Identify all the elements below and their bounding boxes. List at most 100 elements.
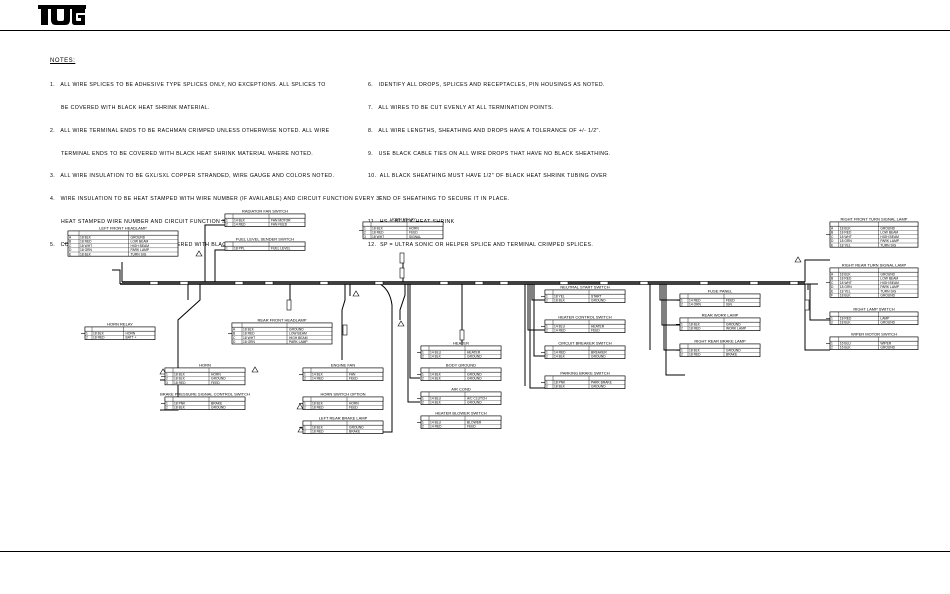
note-line: BE COVERED WITH BLACK HEAT SHRINK MATERI… <box>50 104 210 111</box>
table-title: HORN SWITCH OPTION <box>320 392 365 397</box>
wire-segment <box>804 284 830 351</box>
table-cell: 2 <box>831 321 833 325</box>
table-title: BODY GROUND <box>446 363 476 368</box>
splice-marker <box>179 281 189 285</box>
table-cell: 1 <box>831 317 833 321</box>
table-cell: GROUND <box>726 349 741 353</box>
table-cell: 14 BLU <box>430 421 442 425</box>
table-cell: HIGH BEAM <box>880 235 899 239</box>
table-cell: 18 YEL <box>840 243 851 247</box>
table-cell: 2 <box>226 223 228 227</box>
table-cell: 2 <box>831 346 833 350</box>
notes-title: NOTES: <box>50 58 76 64</box>
table-cell: 14 BLK <box>430 377 442 381</box>
table-title: LEFT REAR BRAKE LAMP <box>319 416 368 421</box>
table-title: FUSE PANEL <box>708 289 733 294</box>
table-cell: BRAKE <box>349 430 361 434</box>
table-cell: GROUND <box>880 273 895 277</box>
table-cell: 18 BLK <box>80 252 92 256</box>
table-cell: 18 WHT <box>243 336 255 340</box>
splice-marker <box>699 281 709 285</box>
table-title: CIRCUIT BREAKER SWITCH <box>558 341 611 346</box>
table-cell: C <box>831 235 834 239</box>
table-cell: C <box>69 244 72 248</box>
table-cell: E <box>831 289 834 293</box>
wire-segment <box>804 259 830 282</box>
table-cell: 18 RED <box>840 231 852 235</box>
wire-segment <box>809 284 830 321</box>
wire-segment <box>531 284 545 301</box>
table-cell: HORN <box>211 373 221 377</box>
wire-segment <box>529 284 545 389</box>
table-cell: 14 RED <box>234 223 246 227</box>
table-cell: 1 <box>304 426 306 430</box>
table-cell: WORK LAMP <box>726 327 747 331</box>
note-line: 1. ALL WIRE SPLICES TO BE ADHESIVE TYPE … <box>50 82 326 89</box>
splice-marker <box>789 281 799 285</box>
table-cell: 18 BLK <box>312 402 324 406</box>
table-cell: FEED <box>349 406 358 410</box>
table-cell: BATT + <box>126 336 137 340</box>
table-cell: E <box>69 252 72 256</box>
table-cell: 18 BLK <box>840 321 852 325</box>
inline-connector <box>286 299 292 311</box>
wire-segment <box>177 284 201 365</box>
inline-connector <box>399 267 405 279</box>
table-title: HORN RELAY <box>390 217 416 222</box>
table-cell: 18 RED <box>312 406 324 410</box>
table-cell: 18 RED <box>174 381 186 385</box>
wire-segment <box>407 284 420 403</box>
tug-logo <box>38 5 86 25</box>
wire-segment <box>341 284 346 360</box>
wire-segment <box>112 269 121 284</box>
table-cell: B <box>233 332 236 336</box>
table-cell: IGN <box>726 303 732 307</box>
splice-marker <box>234 281 244 285</box>
table-cell: 2 <box>681 303 683 307</box>
table-cell: A <box>831 227 834 231</box>
table-cell: FEED <box>726 299 735 303</box>
table-title: BRAKE PRESSURE SIGNAL CONTROL SWITCH <box>160 392 250 397</box>
table-cell: TURN SIG <box>131 252 147 256</box>
table-cell: 1 <box>422 351 424 355</box>
table-title: RIGHT FRONT TURN SIGNAL LAMP <box>841 217 908 222</box>
warning-triangle-icon <box>352 290 360 297</box>
table-cell: 18 WHT <box>372 235 384 239</box>
table-cell: 18 BLK <box>174 373 186 377</box>
table-title: REAR WORK LAMP <box>702 313 739 318</box>
table-cell: LAMP <box>880 317 890 321</box>
table-title: HEATER CONTROL SWITCH <box>558 315 611 320</box>
table-cell: SIGNAL <box>409 235 421 239</box>
table-cell: 1 <box>546 381 548 385</box>
table-cell: FAN FEED <box>271 223 288 227</box>
table-cell: 18 YEL <box>840 289 851 293</box>
table-cell: 1 <box>681 299 683 303</box>
table-cell: FEED <box>349 377 358 381</box>
table-frame <box>829 267 919 298</box>
table-cell: 18 RED <box>372 231 384 235</box>
table-cell: LOW BEAM <box>289 332 307 336</box>
table-cell: 1 <box>364 227 366 231</box>
wire-segment <box>375 283 393 433</box>
splice-marker <box>474 281 484 285</box>
table-title: WIPER MOTOR SWITCH <box>851 332 897 337</box>
note-line: 8. ALL WIRE LENGTHS, SHEATHING AND DROPS… <box>368 127 601 134</box>
table-cell: C <box>831 281 834 285</box>
table-cell: 18 BLK <box>840 227 852 231</box>
table-cell: 2 <box>304 377 306 381</box>
table-cell: GROUND <box>349 426 364 430</box>
table-cell: 18 PNK <box>554 381 566 385</box>
table-cell: A <box>233 328 236 332</box>
table-cell: B <box>69 240 72 244</box>
table-cell: HORN <box>349 402 359 406</box>
